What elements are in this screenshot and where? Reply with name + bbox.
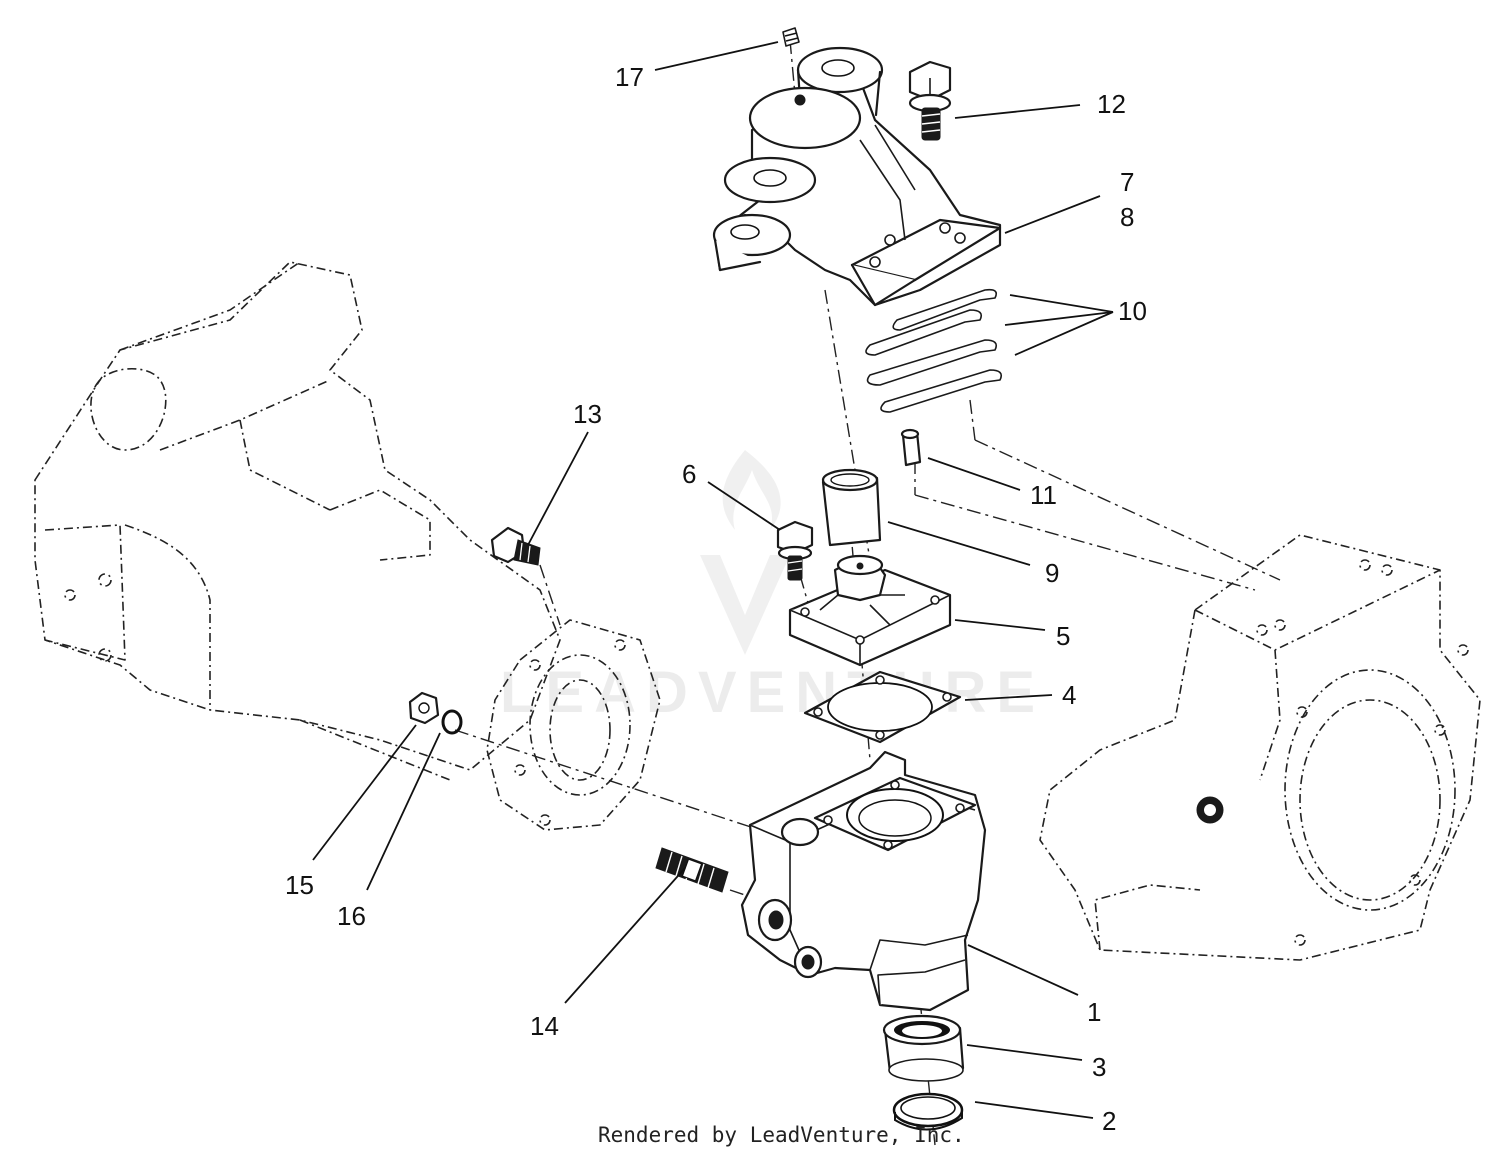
callout-11: 11 [1030,480,1057,510]
callout-labels: 17 12 7 8 10 13 6 11 9 5 4 15 16 14 1 3 … [285,62,1147,1136]
callout-17: 17 [615,62,644,92]
callout-16: 16 [337,901,366,931]
callout-7: 7 [1120,167,1134,197]
callout-6: 6 [682,459,696,489]
grease-fitting-17 [782,27,800,47]
callout-3: 3 [1092,1052,1106,1082]
needle-bearing-3 [882,1014,965,1082]
shims-10 [865,288,1003,413]
spindle-housing-1 [740,750,987,1012]
callout-1: 1 [1087,997,1101,1027]
render-credit: Rendered by LeadVenture, Inc. [598,1123,965,1147]
bolt-6 [776,520,814,581]
gasket-4 [803,670,962,744]
callout-13: 13 [573,399,602,429]
callout-15: 15 [285,870,314,900]
axle-housing-ghost [34,261,561,781]
watermark-text: LEADVENTURE [500,660,1045,725]
stud-14 [655,847,729,893]
steering-arm-7-8 [712,46,1002,307]
callout-9: 9 [1045,558,1059,588]
washer-16 [441,709,463,735]
bolt-13 [490,526,541,566]
bushing-9 [821,468,882,547]
callout-8: 8 [1120,202,1134,232]
seal-2 [892,1092,964,1131]
dowel-pin-11 [900,428,922,467]
bolt-12 [908,60,952,141]
axle-flange-ghost [486,619,661,831]
watermark: LEADVENTURE [500,450,1045,725]
nut-15 [408,691,440,725]
callout-2: 2 [1102,1106,1116,1136]
top-flange-5 [788,554,952,667]
callout-10: 10 [1118,296,1147,326]
callout-14: 14 [530,1011,559,1041]
leader-lines [312,41,1114,1119]
right-casting-ghost [1039,534,1481,961]
callout-5: 5 [1056,621,1070,651]
callout-12: 12 [1097,89,1126,119]
callout-4: 4 [1062,680,1076,710]
